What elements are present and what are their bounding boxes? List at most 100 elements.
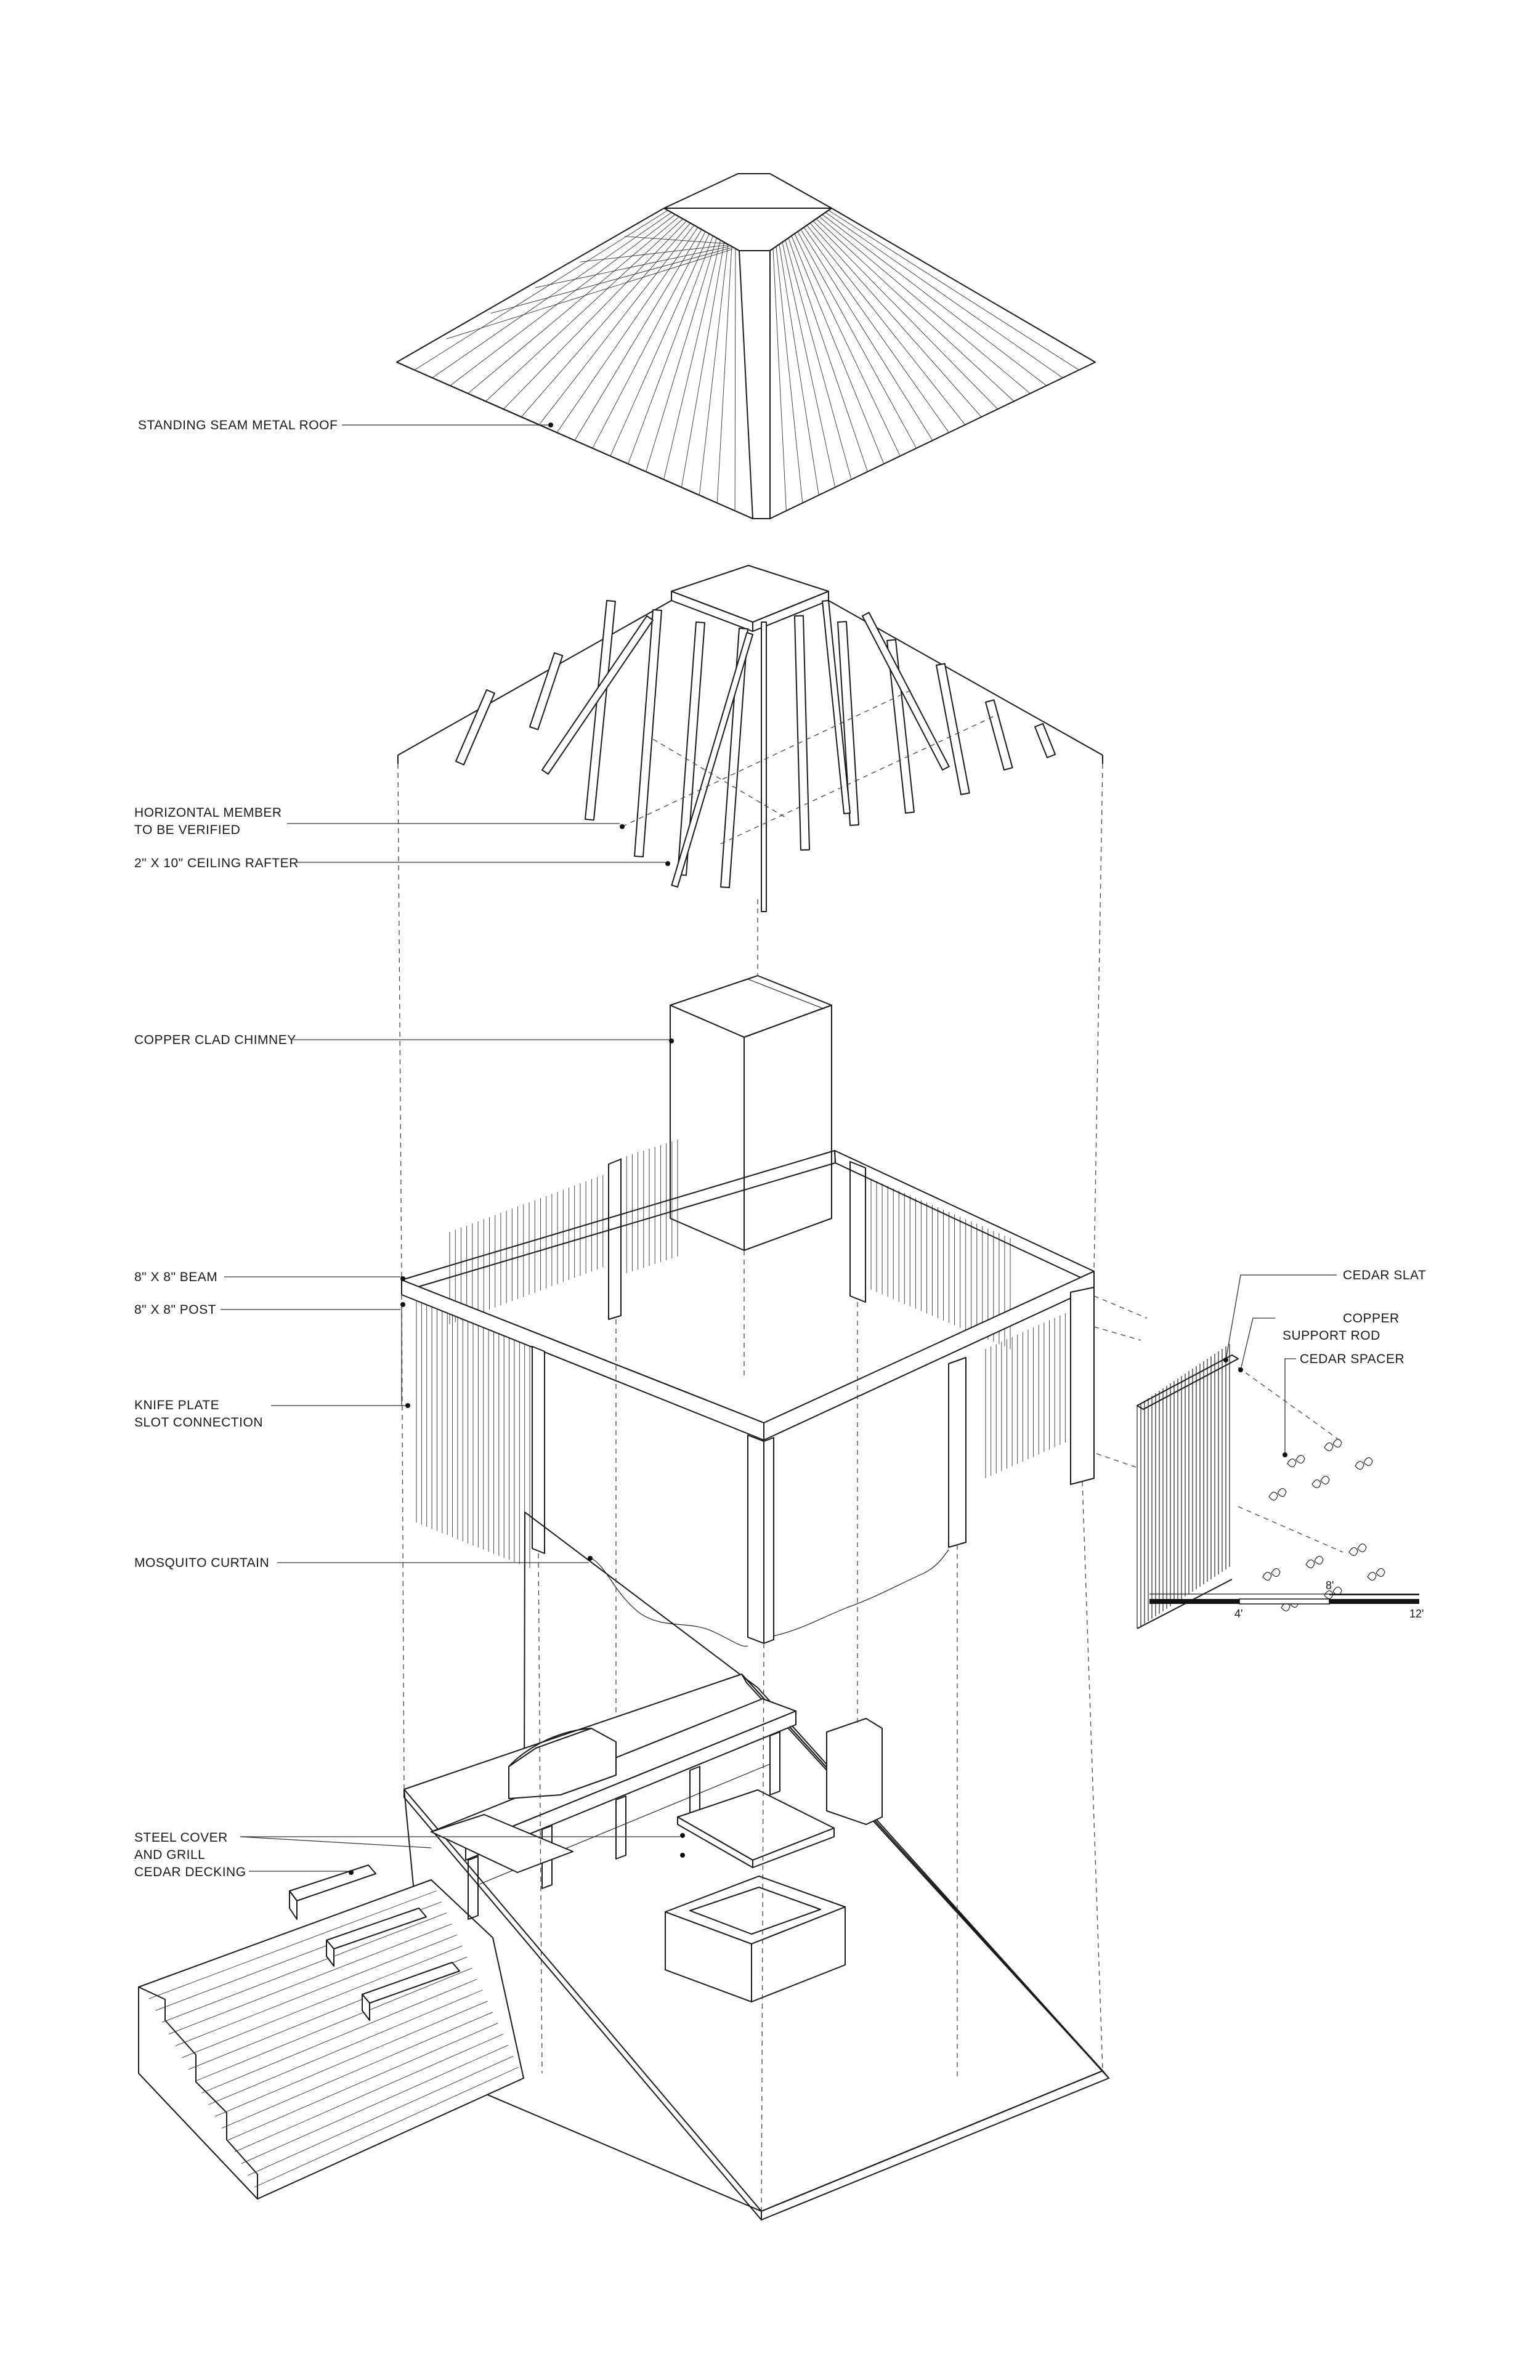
cedar-spacer <box>1320 1475 1330 1485</box>
label-ceiling-rafter: 2" X 10" CEILING RAFTER <box>134 856 299 870</box>
standing-seam-metal-roof <box>396 173 1096 519</box>
cedar-spacer <box>1376 1568 1385 1577</box>
roof-seam <box>819 216 1031 394</box>
cedar-spacer <box>1363 1457 1373 1467</box>
label-to-be-verified: TO BE VERIFIED <box>134 823 240 837</box>
label-steel-cover: STEEL COVER <box>134 1831 228 1845</box>
deck-board <box>221 2012 493 2129</box>
deck-board <box>148 1890 437 1999</box>
roof-seam <box>485 218 683 402</box>
ceiling-rafter-frame <box>397 565 1103 912</box>
label-cedar-slat: CEDAR SLAT <box>1343 1268 1426 1282</box>
roof-seam <box>580 245 728 262</box>
scale-tick-4: 4' <box>1234 1608 1242 1620</box>
roof-seam <box>646 238 717 472</box>
deck-board <box>195 1967 472 2082</box>
label-post: 8" X 8" POST <box>134 1303 216 1317</box>
rafter <box>794 615 810 851</box>
roof-seam <box>432 212 672 378</box>
label-knife-plate: KNIFE PLATE <box>134 1398 219 1412</box>
label-and-grill: AND GRILL <box>134 1848 205 1862</box>
copper-clad-chimney <box>670 975 832 1251</box>
roof-seam <box>776 246 803 503</box>
rafter <box>862 612 950 771</box>
labels: STANDING SEAM METAL ROOF HORIZONTAL MEMB… <box>134 418 1426 1879</box>
rafter <box>541 615 654 775</box>
roof-seam <box>414 210 668 371</box>
rafter <box>455 689 495 766</box>
roof-seam <box>806 225 966 425</box>
label-mosquito-curtain: MOSQUITO CURTAIN <box>134 1556 269 1570</box>
cedar-spacer <box>1271 1568 1281 1577</box>
roof-seam <box>797 231 917 448</box>
roof-seam <box>825 212 1063 378</box>
callout-leaders <box>221 423 1337 1875</box>
cedar-spacer <box>1311 1479 1321 1489</box>
projection-lines <box>397 763 1343 2212</box>
deck-board <box>175 1935 457 2046</box>
rafter <box>985 699 1013 771</box>
roof-seam <box>592 231 706 448</box>
deck-board <box>228 2023 498 2140</box>
rafter <box>529 652 564 731</box>
deck-board <box>234 2034 503 2152</box>
roof-seam <box>490 247 731 314</box>
rafter <box>837 621 859 826</box>
rafter <box>886 639 915 814</box>
rafter <box>677 621 705 876</box>
roof-seam <box>468 216 679 394</box>
roof-seam <box>610 233 710 456</box>
label-copper-clad-chimney: COPPER CLAD CHIMNEY <box>134 1033 296 1047</box>
rafter <box>761 621 767 912</box>
cedar-spacer <box>1357 1543 1367 1553</box>
roof-seam <box>828 210 1079 371</box>
roof-seam <box>782 242 836 488</box>
roof-seam <box>779 244 819 495</box>
detail-slat-top <box>1137 1354 1239 1410</box>
deck-board <box>254 2066 519 2188</box>
cedar-spacer <box>1277 1488 1287 1497</box>
deck-board <box>248 2055 514 2176</box>
rafter <box>634 609 662 858</box>
roof-seam <box>800 229 933 441</box>
cedar-spacer <box>1367 1571 1377 1581</box>
roof-seam <box>803 227 949 433</box>
roof-seam <box>794 233 901 456</box>
scale-tick-8: 8' <box>1326 1579 1334 1592</box>
cedar-spacer <box>1305 1559 1315 1569</box>
roof-seam <box>628 235 713 464</box>
roof-seam <box>535 246 729 288</box>
rafter <box>720 628 748 888</box>
roof-seam <box>503 221 687 410</box>
roof-seam <box>450 214 676 386</box>
cedar-spacer <box>1287 1458 1297 1468</box>
roof-seam <box>538 225 695 425</box>
roof-seam <box>556 227 699 433</box>
deck-and-kitchen <box>138 1512 1109 2220</box>
cedar-spacer <box>1324 1442 1334 1452</box>
roof-seam <box>788 238 868 472</box>
label-slot-connection: SLOT CONNECTION <box>134 1415 263 1430</box>
label-beam: 8" X 8" BEAM <box>134 1270 217 1284</box>
deck-board <box>241 2044 509 2164</box>
roof-seam <box>681 242 725 488</box>
label-cedar-decking: CEDAR DECKING <box>134 1865 246 1879</box>
scale-tick-12: 12' <box>1409 1608 1424 1620</box>
scale-bar: 4' 8' 12' <box>1149 1579 1424 1620</box>
cedar-spacer <box>1355 1460 1364 1470</box>
label-standing-seam-metal-roof: STANDING SEAM METAL ROOF <box>138 418 338 432</box>
cedar-spacer <box>1262 1571 1272 1581</box>
deck-board <box>162 1912 447 2023</box>
cedar-slat-detail <box>1137 1344 1385 1629</box>
label-support-rod: SUPPORT ROD <box>1283 1329 1380 1343</box>
roof-seam <box>663 240 721 480</box>
roof-seam <box>699 244 729 495</box>
timber-frame <box>401 1139 1095 1647</box>
roof-seam <box>772 248 787 511</box>
roof-seam <box>624 236 726 244</box>
cedar-spacer <box>1348 1547 1358 1556</box>
roof-seam <box>446 249 733 339</box>
deck-board <box>214 2001 488 2117</box>
roof-seam <box>734 248 736 511</box>
rafter <box>1034 722 1056 758</box>
